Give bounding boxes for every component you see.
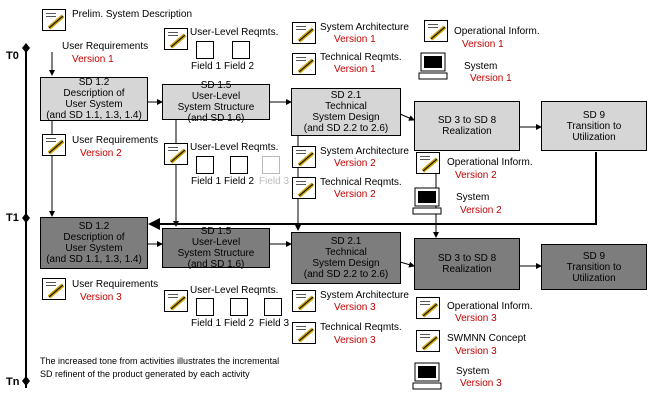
field-2-label: Field 2 (224, 318, 255, 329)
system-label-v3: System (456, 366, 490, 377)
sd12-box-v1: SD 1.2 Description of User System (and S… (40, 77, 148, 121)
sd15-box-v3: SD 1.5 User-Level System Structure (and … (162, 226, 270, 270)
sd21-box-v3: SD 2.1 Technical System Design (and SD 2… (291, 232, 401, 284)
document-pencil-icon (42, 278, 66, 300)
user-level-reqmts-label-v1: User-Level Reqmts. (190, 27, 279, 38)
technical-reqmts-label-v3: Technical Reqmts. (320, 322, 402, 333)
swmnn-concept-label: SWMNN Concept (447, 333, 526, 344)
document-pencil-icon (42, 134, 66, 156)
user-requirements-label-v3: User Requirements (72, 279, 159, 290)
document-pencil-icon (416, 297, 440, 319)
t0-label: T0 (6, 50, 19, 62)
system-architecture-label-v1: System Architecture (320, 22, 409, 33)
field-1-label: Field 1 (191, 176, 222, 187)
technical-reqmts-version-3: Version 3 (334, 335, 376, 346)
user-requirements-version-1: Version 1 (72, 54, 114, 65)
technical-reqmts-version-2: Version 2 (334, 189, 376, 200)
operational-inform-label-v1: Operational Inform. (454, 26, 540, 37)
user-level-reqmts-label-v3: User-Level Reqmts. (190, 285, 279, 296)
field-2-icon (230, 156, 248, 174)
system-architecture-label-v2: System Architecture (320, 146, 409, 157)
computer-icon (412, 187, 442, 215)
system-label-v2: System (456, 192, 490, 203)
document-pencil-icon (292, 22, 316, 44)
operational-inform-version-2: Version 2 (455, 170, 497, 181)
field-1-icon (196, 41, 214, 59)
tn-marker (22, 376, 30, 386)
field-2-icon (232, 41, 250, 59)
document-pencil-icon (164, 28, 188, 50)
field-1-icon (196, 156, 214, 174)
field-1-icon (196, 298, 214, 316)
sd12-box-v3: SD 1.2 Description of User System (and S… (40, 217, 148, 269)
document-pencil-icon (292, 53, 316, 75)
operational-inform-version-3: Version 3 (455, 313, 497, 324)
document-pencil-icon (292, 322, 316, 344)
swmnn-concept-version-3: Version 3 (455, 346, 497, 357)
sd9-box-v1: SD 9 Transition to Utilization (541, 101, 647, 151)
document-pencil-icon (292, 177, 316, 199)
prelim-system-description-label: Prelim. System Description (72, 9, 193, 20)
field-3-icon (264, 298, 282, 316)
document-pencil-icon (424, 20, 448, 42)
technical-reqmts-label-v2: Technical Reqmts. (320, 177, 402, 188)
field-3-label: Field 3 (259, 176, 290, 187)
sd38-box-v3: SD 3 to SD 8 Realization (414, 238, 520, 290)
t1-marker (22, 213, 30, 223)
system-version-1: Version 1 (470, 73, 512, 84)
system-label-v1: System (464, 61, 498, 72)
t1-label: T1 (6, 212, 19, 224)
sd21-box-v1: SD 2.1 Technical System Design (and SD 2… (291, 88, 401, 136)
field-3-label: Field 3 (259, 318, 290, 329)
user-level-reqmts-label-v2: User-Level Reqmts. (190, 142, 279, 153)
computer-icon (412, 362, 442, 390)
field-2-label: Field 2 (224, 61, 255, 72)
user-requirements-label-v2: User Requirements (72, 135, 159, 146)
operational-inform-label-v2: Operational Inform. (447, 157, 533, 168)
tone-explanation-note: The increased tone from activities illus… (40, 356, 280, 379)
document-pencil-icon (164, 143, 188, 165)
operational-inform-label-v3: Operational Inform. (447, 301, 533, 312)
system-version-3: Version 3 (460, 378, 502, 389)
system-architecture-version-3: Version 3 (334, 302, 376, 313)
document-pencil-icon (416, 330, 440, 352)
sd38-box-v1: SD 3 to SD 8 Realization (414, 101, 520, 151)
technical-reqmts-label-v1: Technical Reqmts. (320, 52, 402, 63)
system-architecture-label-v3: System Architecture (320, 290, 409, 301)
document-pencil-icon (416, 152, 440, 174)
system-architecture-version-1: Version 1 (334, 34, 376, 45)
system-version-2: Version 2 (460, 205, 502, 216)
field-2-icon (230, 298, 248, 316)
field-1-label: Field 1 (191, 318, 222, 329)
t0-marker (22, 43, 30, 53)
user-requirements-version-3: Version 3 (80, 292, 122, 303)
operational-inform-version-1: Version 1 (462, 39, 504, 50)
sd9-box-v3: SD 9 Transition to Utilization (541, 244, 647, 290)
computer-icon (418, 52, 448, 80)
document-pencil-icon (292, 290, 316, 312)
field-2-label: Field 2 (224, 176, 255, 187)
field-1-label: Field 1 (191, 61, 222, 72)
user-requirements-version-2: Version 2 (80, 148, 122, 159)
sd15-box-v1: SD 1.5 User-Level System Structure (and … (162, 80, 270, 124)
field-3-icon (262, 156, 280, 174)
technical-reqmts-version-1: Version 1 (334, 64, 376, 75)
user-requirements-label-v1: User Requirements (62, 41, 149, 52)
document-pencil-icon (42, 9, 66, 31)
document-pencil-icon (164, 290, 188, 312)
document-pencil-icon (292, 146, 316, 168)
system-architecture-version-2: Version 2 (334, 158, 376, 169)
tn-label: Tn (6, 376, 20, 388)
